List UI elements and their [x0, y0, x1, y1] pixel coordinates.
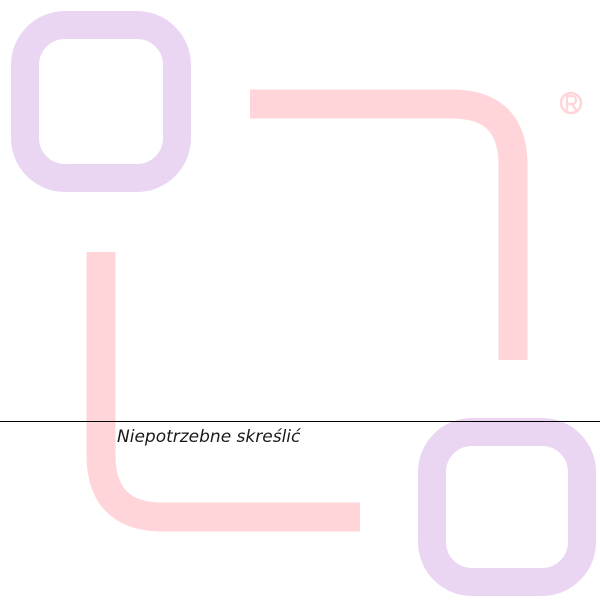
footnote-divider — [0, 421, 600, 422]
watermark-corner-top-right — [250, 89, 528, 360]
footnote-text: Niepotrzebne skreślić — [117, 427, 301, 447]
watermark-square-bottom-right — [418, 418, 596, 596]
registered-icon — [559, 91, 583, 115]
watermark-square-top-left — [11, 11, 191, 192]
watermark-corner-bottom-left — [86, 252, 360, 532]
